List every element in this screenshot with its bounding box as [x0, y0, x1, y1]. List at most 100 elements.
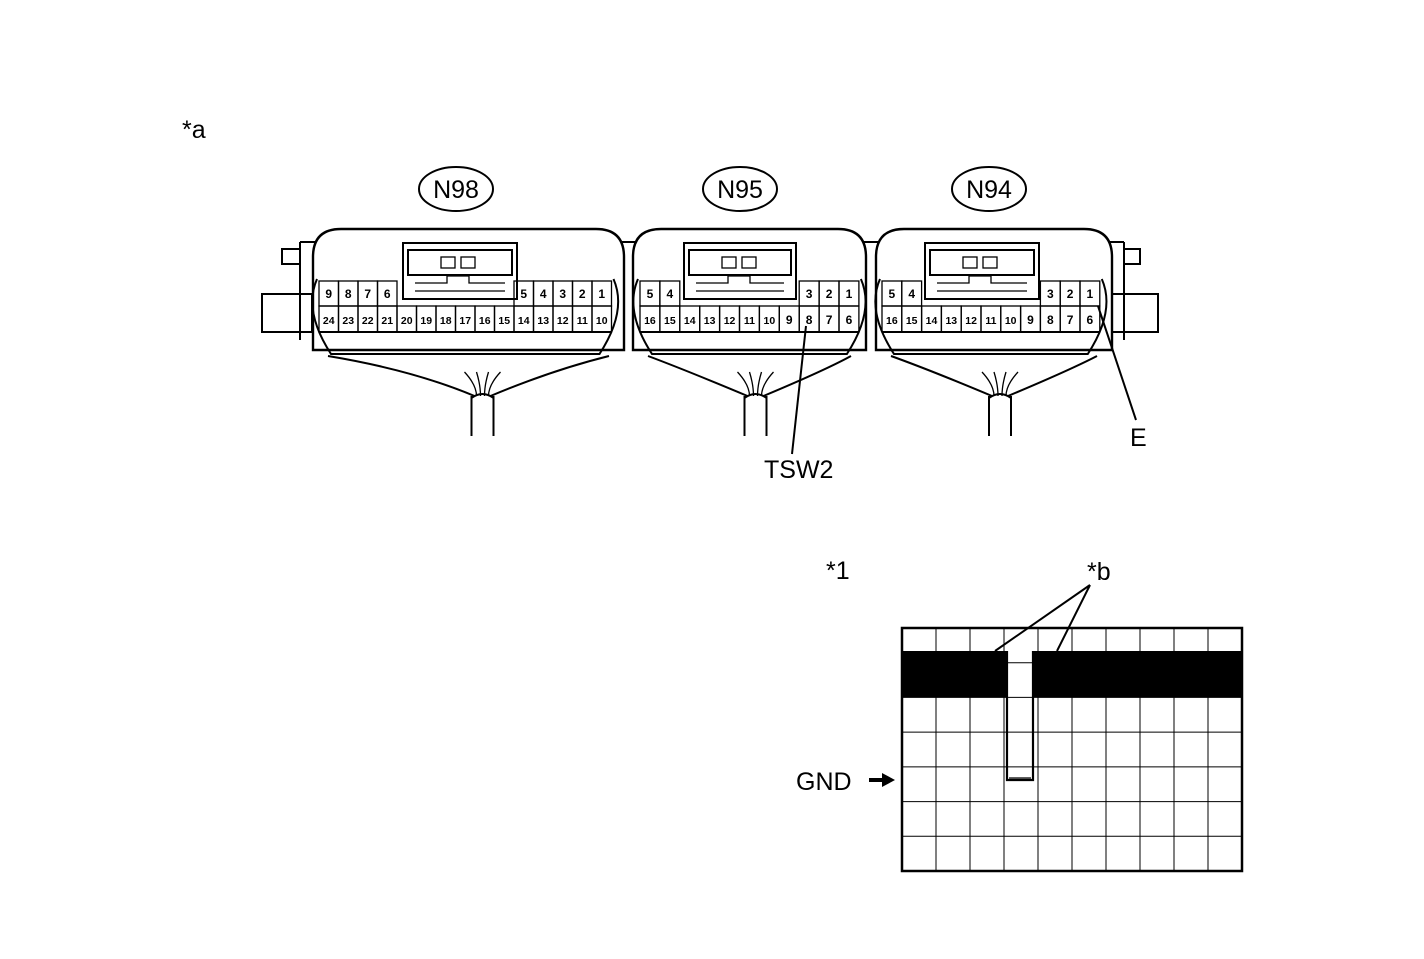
- svg-text:N94: N94: [966, 176, 1012, 204]
- pin-label: 16: [479, 315, 491, 327]
- pin-label: 6: [846, 313, 853, 327]
- pin-label: 4: [908, 287, 915, 301]
- pin-label: 16: [644, 315, 656, 327]
- pin-label: 3: [1047, 287, 1054, 301]
- connector-label-n95: N95: [702, 166, 778, 212]
- pin-label: 5: [647, 287, 654, 301]
- gnd-arrow-icon: [869, 773, 895, 787]
- pin-label: 22: [362, 315, 374, 327]
- e-pointer-line: [1097, 305, 1137, 421]
- signal-band-right: [1033, 651, 1241, 697]
- pin-label: 7: [1067, 313, 1074, 327]
- pin-label: 8: [806, 313, 813, 327]
- pin-label: 9: [1027, 313, 1034, 327]
- pin-label: 11: [985, 315, 996, 327]
- pin-label: 1: [846, 287, 853, 301]
- pin-label: 14: [518, 315, 530, 327]
- pin-label: 12: [965, 315, 977, 327]
- svg-text:N98: N98: [433, 176, 479, 204]
- pin-label: 10: [1005, 315, 1017, 327]
- pin-label: 6: [1087, 313, 1094, 327]
- pin-label: 12: [724, 315, 736, 327]
- pin-label: 2: [579, 287, 586, 301]
- tsw2-label: TSW2: [764, 456, 833, 484]
- oscilloscope-screen: [869, 584, 1244, 873]
- pin-label: 19: [420, 315, 432, 327]
- pin-label: 13: [945, 315, 957, 327]
- connector-label-n98: N98: [418, 166, 494, 212]
- scope-frame: [900, 626, 1244, 873]
- harness-wire: [647, 355, 748, 397]
- terminal-boot: [311, 278, 620, 355]
- pin-label: 24: [323, 315, 335, 327]
- housing-outline: [311, 227, 626, 352]
- pin-label: 12: [557, 315, 569, 327]
- pin-label: 13: [537, 315, 549, 327]
- left-clip: [281, 248, 300, 265]
- terminal-boot: [874, 278, 1108, 355]
- pin-label: 14: [684, 315, 696, 327]
- pin-label: 13: [704, 315, 716, 327]
- terminal-boot: [632, 278, 867, 355]
- harness-wire: [763, 355, 852, 397]
- pin-label: 10: [764, 315, 776, 327]
- pin-label: 5: [520, 287, 527, 301]
- view-1-label: *1: [826, 557, 850, 585]
- e-terminal-label: E: [1130, 424, 1147, 452]
- tsw2-pointer-line: [791, 325, 807, 455]
- housing-outline: [631, 227, 868, 352]
- pin-label: 7: [826, 313, 833, 327]
- left-mount-bar: [261, 293, 313, 333]
- pin-label: 1: [1087, 287, 1094, 301]
- harness-wire: [890, 355, 993, 397]
- latch-block: [683, 242, 797, 300]
- pin-label: 23: [342, 315, 354, 327]
- pin-label: 9: [786, 313, 793, 327]
- pin-label: 15: [906, 315, 918, 327]
- pin-label: 21: [381, 315, 393, 327]
- pin-label: 20: [401, 315, 413, 327]
- pin-label: 18: [440, 315, 452, 327]
- pin-label: 5: [889, 287, 896, 301]
- pin-label: 3: [559, 287, 566, 301]
- right-clip: [1124, 248, 1141, 265]
- marker-b-label: *b: [1087, 558, 1111, 586]
- pin-label: 6: [384, 287, 391, 301]
- signal-band-left: [903, 651, 1007, 697]
- latch-block: [924, 242, 1040, 300]
- pin-label: 17: [459, 315, 471, 327]
- pin-label: 10: [596, 315, 608, 327]
- pin-label: 8: [345, 287, 352, 301]
- housing-outline: [874, 227, 1114, 352]
- pin-label: 9: [325, 287, 332, 301]
- harness-wire: [327, 355, 475, 397]
- pin-label: 8: [1047, 313, 1054, 327]
- pin-label: 15: [664, 315, 676, 327]
- pin-label: 2: [1067, 287, 1074, 301]
- pin-label: 4: [667, 287, 674, 301]
- pin-label: 7: [364, 287, 371, 301]
- view-a-label: *a: [182, 116, 206, 144]
- right-mount-bar: [1109, 293, 1159, 333]
- pin-label: 3: [806, 287, 813, 301]
- harness-wire: [1007, 355, 1098, 397]
- marker-b-pointer-2: [1056, 584, 1091, 652]
- connector-label-n94: N94: [951, 166, 1027, 212]
- latch-block: [402, 242, 518, 300]
- svg-text:N95: N95: [717, 176, 763, 204]
- pin-label: 16: [886, 315, 898, 327]
- marker-b-pointer-1: [994, 584, 1091, 652]
- harness-wire: [490, 355, 610, 397]
- pin-label: 15: [498, 315, 510, 327]
- pin-label: 1: [598, 287, 605, 301]
- pin-label: 14: [926, 315, 938, 327]
- pin-label: 11: [577, 315, 588, 327]
- pin-label: 4: [540, 287, 547, 301]
- pin-label: 2: [826, 287, 833, 301]
- signal-drop-trace: [1005, 651, 1035, 782]
